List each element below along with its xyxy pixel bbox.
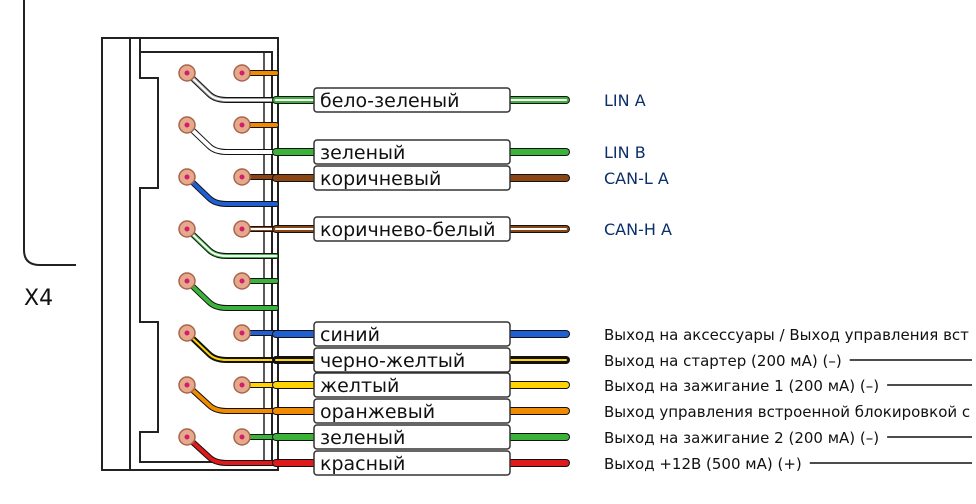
- wire-5-color-label: синий: [320, 324, 380, 346]
- wire-6-label-frame: [313, 347, 511, 373]
- wire-7-label-box: желтый: [313, 372, 511, 398]
- wire-4-signal-label: CAN-H A: [604, 220, 672, 239]
- left-pin-wire-5: [184, 278, 279, 311]
- wire-9-label-frame: [313, 424, 511, 450]
- pin-right-7-center: [239, 382, 245, 388]
- wire-1-label-frame: [313, 87, 511, 113]
- wire-1-signal-label: LIN A: [604, 91, 646, 110]
- left-pin-wire-8: [184, 434, 279, 466]
- connector-bracket-line: [23, 0, 76, 266]
- pin-right-4: [233, 220, 251, 238]
- wire-4-color-label: коричнево-белый: [320, 219, 495, 241]
- pin-left-5: [178, 272, 196, 290]
- pin-right-1: [233, 64, 251, 82]
- pin-right-3: [233, 168, 251, 186]
- connector-label: X4: [24, 286, 53, 311]
- pin-right-2: [233, 116, 251, 134]
- pin-left-7: [178, 376, 196, 394]
- pin-left-5-center: [184, 278, 190, 284]
- left-pin-wire-4: [184, 226, 279, 259]
- wire-1-label-box: бело-зеленый: [313, 87, 511, 113]
- wire-2-label-frame: [313, 139, 511, 165]
- wire-9-label-box: зеленый: [313, 424, 511, 450]
- pin-left-1: [178, 64, 196, 82]
- left-pin-wire-6-stripe: [186, 332, 277, 361]
- pin-left-3: [178, 168, 196, 186]
- wire-5-label-frame: [313, 321, 511, 347]
- pin-right-8: [233, 428, 251, 446]
- wire-8-label-frame: [313, 398, 511, 424]
- left-pin-wire-6: [184, 330, 279, 363]
- pin-left-8: [178, 428, 196, 446]
- left-pin-wire-1: [184, 70, 279, 103]
- left-pin-wire-3-core: [185, 175, 278, 206]
- wire-7-label-frame: [313, 372, 511, 398]
- wire-8-color-label: оранжевый: [320, 401, 435, 423]
- pin-left-1-center: [184, 70, 190, 76]
- wire-3-signal-label: CAN-L A: [604, 169, 669, 188]
- wire-4-label-frame: [313, 216, 511, 242]
- pin-right-5: [233, 272, 251, 290]
- wire-10-label-box: красный: [313, 450, 511, 476]
- wire-6-signal-label: Выход на стартер (200 мА) (–): [604, 352, 842, 370]
- wire-2-signal-label: LIN B: [604, 143, 646, 162]
- wire-2-label-box: зеленый: [313, 139, 511, 165]
- wire-1-color-label: бело-зеленый: [320, 90, 459, 112]
- pin-right-7: [233, 376, 251, 394]
- wire-10-signal-label: Выход +12В (500 мА) (+): [604, 455, 802, 473]
- wire-9-signal-label: Выход на зажигание 2 (200 мА) (–): [604, 429, 879, 447]
- left-pin-wire-2-core: [185, 123, 278, 154]
- wire-5-signal-label: Выход на аксессуары / Выход управления в…: [604, 326, 969, 344]
- wire-4-label-box: коричнево-белый: [313, 216, 511, 242]
- pin-left-4-center: [184, 226, 190, 232]
- wire-6-color-label: черно-желтый: [320, 350, 465, 372]
- pin-left-2-center: [184, 122, 190, 128]
- pin-left-6: [178, 324, 196, 342]
- left-pin-wire-3: [184, 174, 279, 207]
- wire-3-label-frame: [313, 165, 511, 191]
- pin-right-1-center: [239, 70, 245, 76]
- wire-2-color-label: зеленый: [320, 142, 405, 164]
- wire-10-color-label: красный: [320, 453, 405, 475]
- wire-7-signal-label: Выход на зажигание 1 (200 мА) (–): [604, 377, 879, 395]
- wire-3-color-label: коричневый: [320, 168, 441, 190]
- pin-right-5-center: [239, 278, 245, 284]
- pin-right-2-center: [239, 122, 245, 128]
- wire-5-label-box: синий: [313, 321, 511, 347]
- wire-9-color-label: зеленый: [320, 427, 405, 449]
- wire-8-signal-label: Выход управления встроенной блокировкой …: [604, 403, 970, 421]
- left-pin-wire-5-core: [185, 279, 278, 310]
- pin-left-7-center: [184, 382, 190, 388]
- left-pin-wire-7: [184, 382, 279, 414]
- pin-left-3-center: [184, 174, 190, 180]
- pin-left-2: [178, 116, 196, 134]
- pin-left-6-center: [184, 330, 190, 336]
- wire-7-color-label: желтый: [320, 375, 399, 397]
- wire-8-label-box: оранжевый: [313, 398, 511, 424]
- left-pin-wire-1-stripe: [186, 72, 277, 101]
- left-pin-wire-7-core: [185, 383, 278, 413]
- pin-right-6: [233, 324, 251, 342]
- pin-left-8-center: [184, 434, 190, 440]
- pin-right-6-center: [239, 330, 245, 336]
- wire-10-label-frame: [313, 450, 511, 476]
- left-pin-wire-8-core: [185, 435, 278, 465]
- left-pin-wire-2: [184, 122, 279, 155]
- wire-3-label-box: коричневый: [313, 165, 511, 191]
- pin-left-4: [178, 220, 196, 238]
- wire-6-label-box: черно-желтый: [313, 347, 511, 373]
- left-pin-wire-4-stripe: [186, 228, 277, 257]
- pin-right-3-center: [239, 174, 245, 180]
- pin-right-8-center: [239, 434, 245, 440]
- pin-right-4-center: [239, 226, 245, 232]
